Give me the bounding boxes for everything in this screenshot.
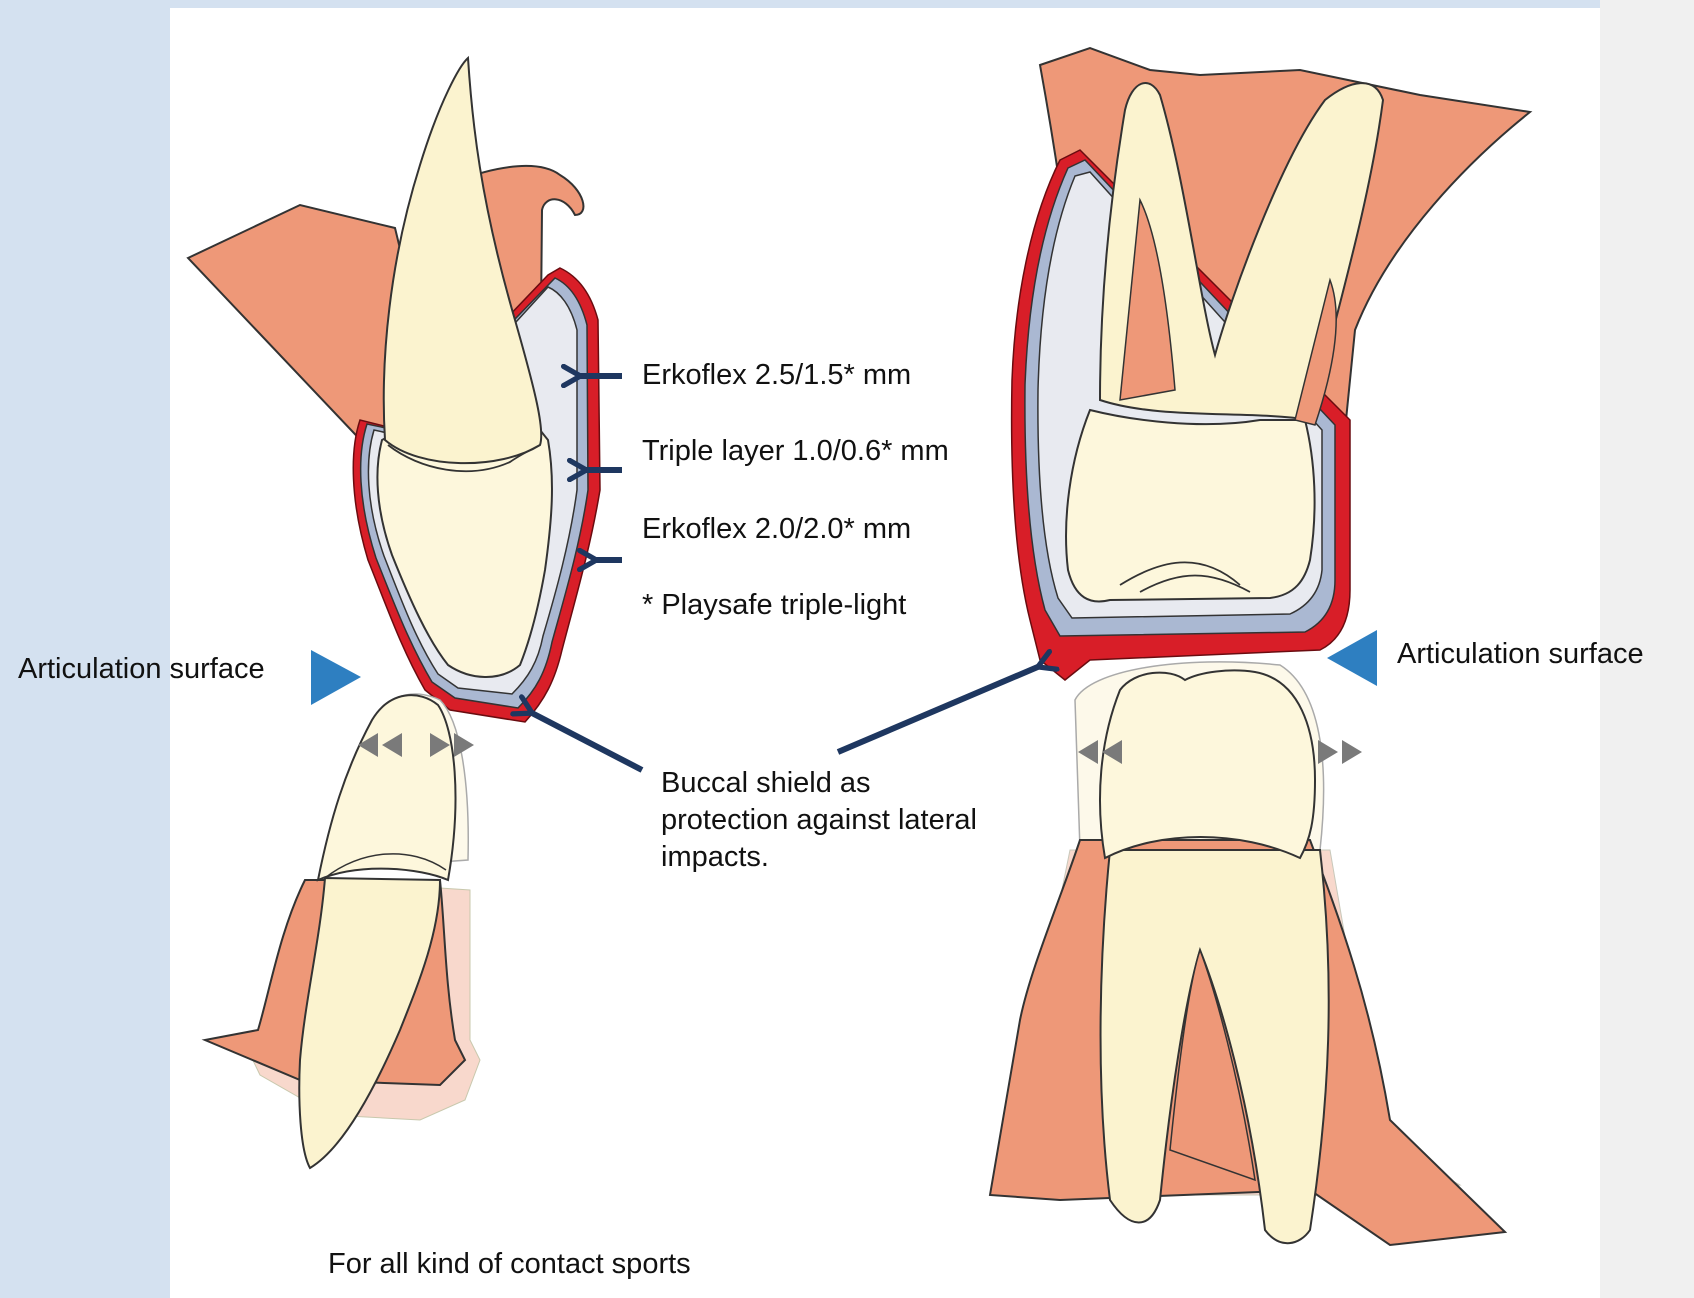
- label-articulation-left: Articulation surface: [18, 651, 265, 688]
- label-footer: For all kind of contact sports: [328, 1246, 691, 1283]
- label-buccal-line3: impacts.: [661, 839, 1021, 876]
- label-erkoflex-top: Erkoflex 2.5/1.5* mm: [642, 357, 911, 394]
- label-buccal-shield: Buccal shield as protection against late…: [661, 765, 1021, 876]
- label-triple-layer: Triple layer 1.0/0.6* mm: [642, 433, 949, 470]
- label-articulation-right: Articulation surface: [1397, 636, 1644, 673]
- label-erkoflex-bottom: Erkoflex 2.0/2.0* mm: [642, 511, 911, 548]
- label-playsafe-note: * Playsafe triple-light: [642, 587, 906, 624]
- lower-molar-crown: [1100, 670, 1315, 858]
- label-buccal-line1: Buccal shield as: [661, 765, 1021, 802]
- upper-molar-crown: [1066, 410, 1315, 601]
- sidebar-background: [0, 0, 170, 1298]
- label-buccal-line2: protection against lateral: [661, 802, 1021, 839]
